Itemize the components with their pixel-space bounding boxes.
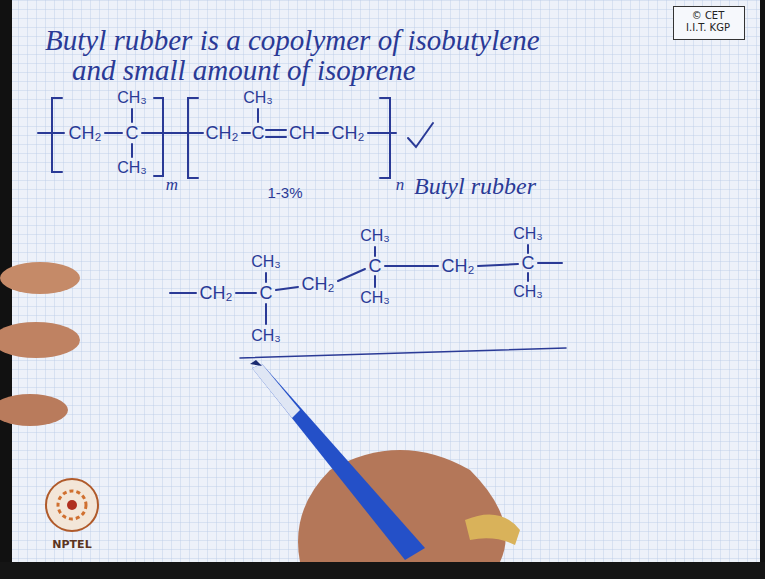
formula-text: CH₂ <box>200 284 233 302</box>
formula-text: CH₃ <box>251 328 281 344</box>
nptel-logo <box>46 479 98 531</box>
formula-text: CH₃ <box>243 90 273 106</box>
formula-text: CH₃ <box>117 90 147 106</box>
formula-text: m <box>166 176 178 193</box>
handwritten-note: and small amount of isoprene <box>72 56 416 85</box>
formula-text: CH₂ <box>69 124 102 142</box>
formula-text: CH₃ <box>360 228 390 244</box>
formula-text: C <box>369 257 382 275</box>
logo-text: NPTEL <box>52 539 91 550</box>
formula-text: CH₂ <box>442 257 475 275</box>
frame-edge <box>0 562 765 579</box>
grid <box>12 0 760 562</box>
copyright-text: © CET I.I.T. KGP <box>680 10 736 34</box>
formula-text: CH₂ <box>302 275 335 293</box>
copyright-box: © CET I.I.T. KGP <box>673 6 745 40</box>
formula-text: CH₃ <box>251 254 281 270</box>
formula-text: C <box>522 254 535 272</box>
hand <box>0 262 520 562</box>
formula-text: C <box>260 284 273 302</box>
formula-text: C <box>252 124 265 142</box>
handwritten-note: Butyl rubber is a copolymer of isobutyle… <box>45 26 540 55</box>
pen <box>250 360 425 560</box>
formula-text: CH₂ <box>206 124 239 142</box>
formula-text: CH₂ <box>332 124 365 142</box>
formula-text: CH <box>289 124 315 142</box>
formula-text: C <box>126 124 139 142</box>
formula-text: CH₃ <box>513 284 543 300</box>
formula-text: CH₃ <box>513 226 543 242</box>
formula-text: CH₃ <box>360 290 390 306</box>
formula-text: 1-3% <box>267 185 302 200</box>
formula-text: n <box>396 176 405 193</box>
paper <box>12 0 760 562</box>
handwritten-note: Butyl rubber <box>414 174 536 198</box>
formula-text: CH₃ <box>117 160 147 176</box>
bonds <box>38 98 566 358</box>
